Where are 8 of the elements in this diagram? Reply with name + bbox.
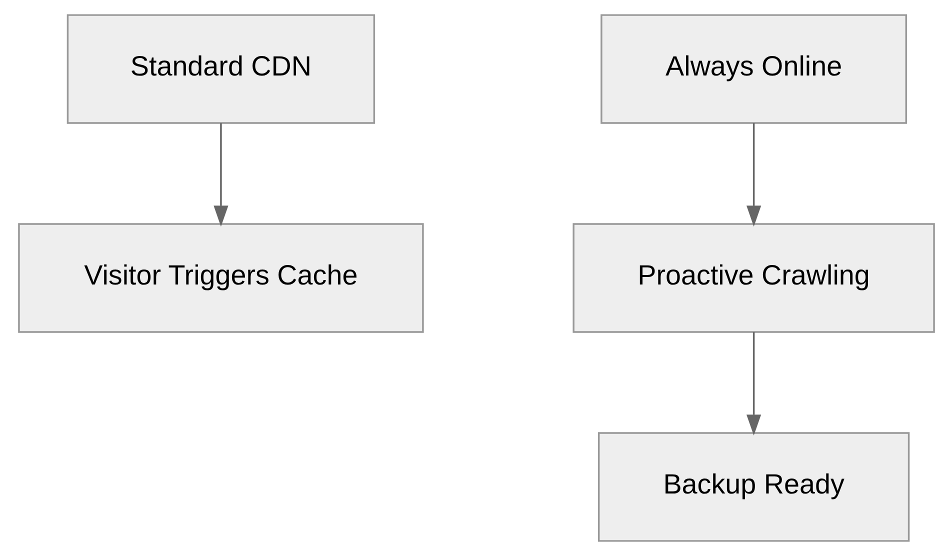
arrow [746, 123, 761, 227]
node-box: Standard CDN [66, 14, 375, 124]
node-box: Always Online [600, 14, 907, 124]
arrow [213, 123, 228, 227]
node-box: Visitor Triggers Cache [18, 223, 424, 333]
node-box: Proactive Crawling [572, 223, 934, 333]
arrow [746, 332, 761, 436]
node-box: Backup Ready [597, 432, 910, 542]
